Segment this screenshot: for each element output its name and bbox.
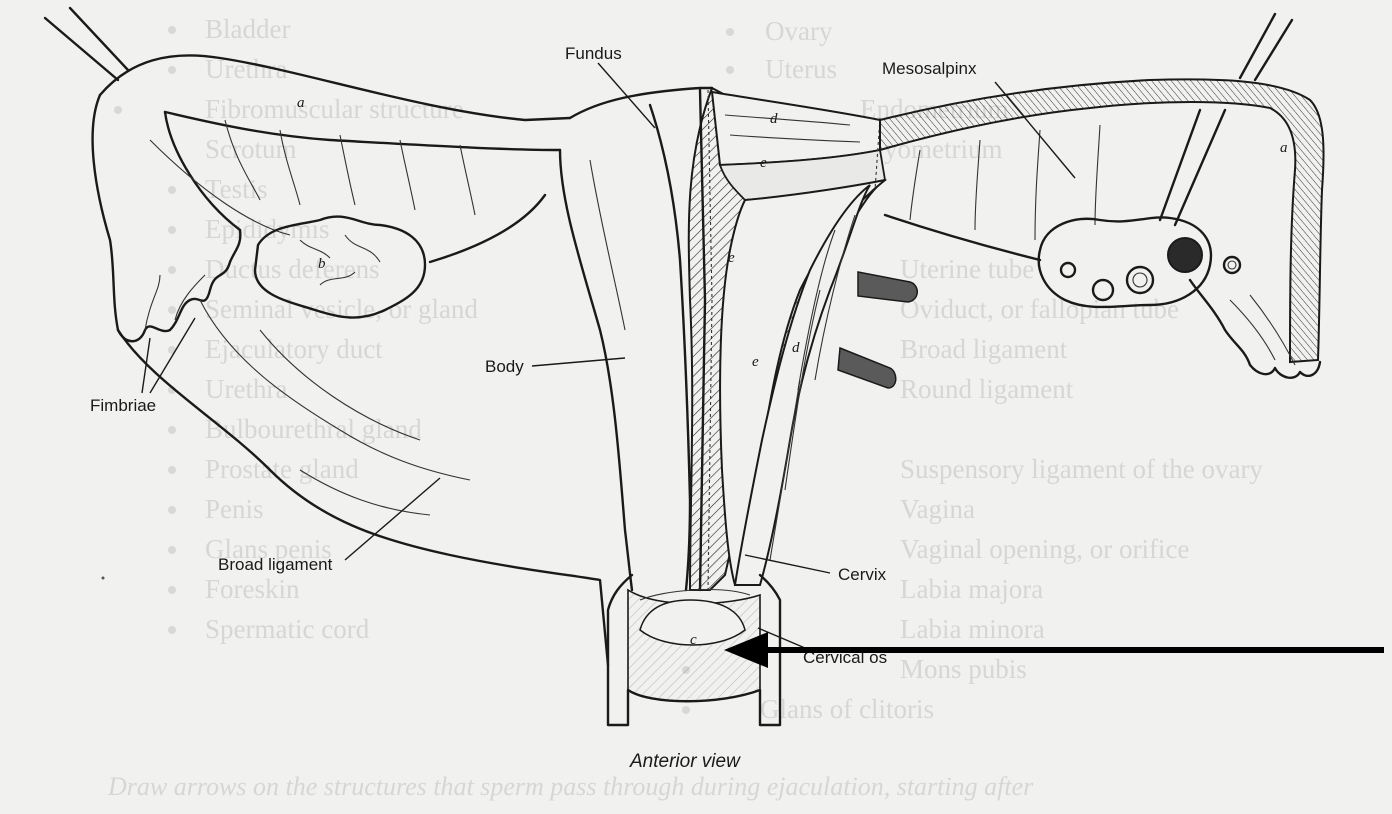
bg-text-right-14: Mons pubis — [900, 654, 1027, 684]
background-text-right: Ovary Uterus Endometrium Myometrium Uter… — [760, 16, 1263, 724]
marker-e-mid: e — [728, 250, 735, 266]
bg-text-left-1: Bladder — [205, 14, 290, 44]
bg-text-right-15: Glans of clitoris — [760, 694, 934, 724]
bg-text-left-3: Fibromuscular structure — [205, 94, 464, 124]
bg-text-left-4: Scrotum — [205, 134, 297, 164]
marker-d-mid: d — [792, 340, 800, 356]
leader-lines — [141, 62, 1076, 649]
bg-text-right-2: Uterus — [765, 54, 837, 84]
bg-text-right-11: Vaginal opening, or orifice — [900, 534, 1189, 564]
bg-text-right-8: Round ligament — [900, 374, 1074, 404]
round-ligaments — [837, 271, 918, 389]
left-fimbriae — [116, 228, 242, 343]
right-uterine-tube — [879, 12, 1325, 364]
bg-text-left-6: Epididymis — [205, 214, 330, 244]
right-ovary — [1037, 216, 1242, 309]
bg-text-right-6: Oviduct, or fallopian tube — [900, 294, 1179, 324]
label-broad-ligament: Broad ligament — [218, 555, 333, 574]
label-fimbriae: Fimbriae — [90, 396, 156, 415]
right-fimbriae — [1188, 278, 1322, 379]
bg-text-left-15: Foreskin — [205, 574, 300, 604]
view-title: Anterior view — [629, 751, 741, 772]
bg-text-right-13: Labia minora — [900, 614, 1045, 644]
bg-text-left-8: Seminal vesicle, or gland — [205, 294, 478, 324]
background-text-left: Bladder Urethra Fibromuscular structure … — [205, 14, 478, 644]
broad-ligament-left — [116, 119, 610, 667]
bg-text-left-16: Spermatic cord — [205, 614, 370, 644]
label-fundus: Fundus — [565, 44, 622, 63]
bg-text-left-10: Urethra — [205, 374, 287, 404]
bg-text-right-1: Ovary — [765, 16, 833, 46]
marker-a-right: a — [1280, 140, 1288, 156]
left-ovary — [253, 215, 427, 319]
marker-c: c — [690, 632, 697, 648]
marker-a-left: a — [297, 95, 305, 111]
bg-text-left-9: Ejaculatory duct — [205, 334, 383, 364]
bg-text-right-12: Labia majora — [900, 574, 1043, 604]
bg-text-right-9: Suspensory ligament of the ovary — [900, 454, 1263, 484]
marker-e-top: e — [760, 155, 767, 171]
bg-text-left-5: Testis — [205, 174, 268, 204]
bg-text-left-13: Penis — [205, 494, 264, 524]
vagina — [606, 573, 782, 727]
label-cervix: Cervix — [838, 565, 887, 584]
label-mesosalpinx: Mesosalpinx — [882, 59, 977, 78]
bg-text-left-11: Bulbourethral gland — [205, 414, 422, 444]
bg-text-left-12: Prostate gland — [205, 454, 359, 484]
bg-text-right-10: Vagina — [900, 494, 975, 524]
annotation-arrow — [724, 632, 1384, 668]
uterus-body — [558, 86, 714, 592]
bg-text-left-14: Glans penis — [205, 534, 332, 564]
bg-text-left-7: Ductus deferens — [205, 254, 380, 284]
bg-text-bottom: Draw arrows on the structures that sperm… — [107, 772, 1034, 801]
marker-d-top: d — [770, 111, 778, 127]
marker-b: b — [318, 256, 326, 272]
label-body: Body — [485, 357, 524, 376]
bg-text-right-7: Broad ligament — [900, 334, 1068, 364]
marker-e-low: e — [752, 354, 759, 370]
paper-speck — [101, 576, 105, 580]
bg-text-right-5: Uterine tube — [900, 254, 1034, 284]
uterine-wall-section — [687, 86, 887, 592]
